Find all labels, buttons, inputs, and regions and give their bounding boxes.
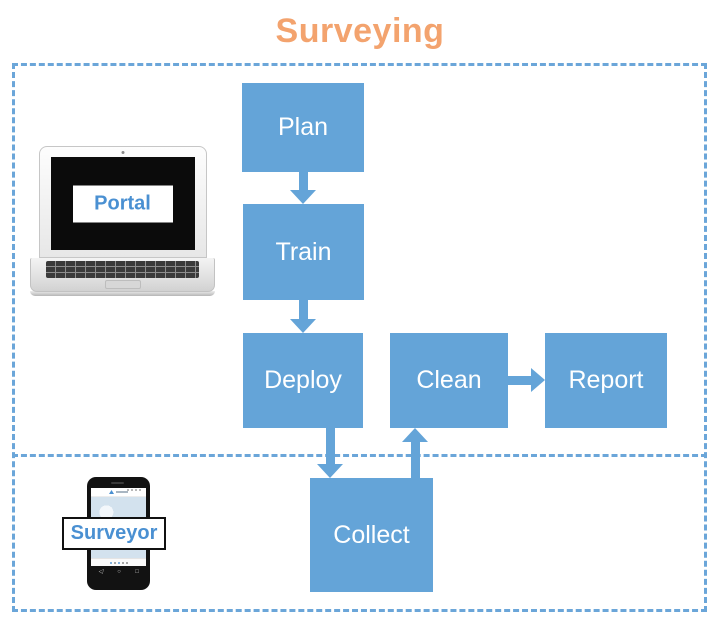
zone-divider xyxy=(12,454,707,457)
toolbar-dot-icon xyxy=(113,561,116,564)
arrow-shaft xyxy=(410,442,420,478)
node-train: Train xyxy=(243,204,364,300)
laptop-keyboard xyxy=(46,261,199,278)
laptop-screen: Portal xyxy=(38,146,207,258)
arrow-shaft xyxy=(298,300,308,319)
phone-toolbar xyxy=(91,558,146,566)
laptop-body xyxy=(30,258,215,292)
arrow-collect-clean xyxy=(402,428,428,478)
back-icon: ◁ xyxy=(98,568,103,575)
arrow-shaft xyxy=(508,375,531,385)
dashed-frame xyxy=(12,63,707,612)
app-logo-icon xyxy=(109,490,114,494)
node-clean: Clean xyxy=(390,333,508,428)
phone-speaker-icon xyxy=(111,482,124,484)
node-deploy: Deploy xyxy=(243,333,363,428)
laptop-illustration: Portal xyxy=(30,146,215,296)
phone-status-icons xyxy=(127,489,143,491)
toolbar-dot-icon xyxy=(121,561,124,564)
arrow-train-deploy xyxy=(290,300,316,333)
home-icon: ○ xyxy=(117,568,121,575)
arrowhead-down-icon xyxy=(290,319,316,333)
laptop-trackpad xyxy=(104,280,141,289)
node-report: Report xyxy=(545,333,667,428)
phone-nav-bar: ◁ ○ □ xyxy=(91,566,146,577)
arrowhead-down-icon xyxy=(317,464,343,478)
recents-icon: □ xyxy=(135,568,139,575)
arrow-shaft xyxy=(325,428,335,464)
arrow-plan-train xyxy=(290,172,316,204)
surveyor-label: Surveyor xyxy=(62,517,166,550)
arrowhead-right-icon xyxy=(531,368,545,392)
app-logo-text xyxy=(116,491,128,493)
laptop-base xyxy=(30,291,215,296)
toolbar-dot-icon xyxy=(125,561,128,564)
webcam-icon xyxy=(121,151,124,154)
arrowhead-down-icon xyxy=(290,190,316,204)
page-title: Surveying xyxy=(275,12,445,50)
node-plan: Plan xyxy=(242,83,364,172)
node-collect: Collect xyxy=(310,478,433,592)
arrowhead-up-icon xyxy=(402,428,428,442)
arrow-clean-report xyxy=(508,368,545,392)
toolbar-dot-icon xyxy=(109,561,112,564)
arrow-deploy-collect xyxy=(317,428,343,478)
phone-app-header xyxy=(91,488,146,497)
toolbar-dot-icon xyxy=(117,561,120,564)
arrow-shaft xyxy=(298,172,308,190)
portal-label: Portal xyxy=(72,185,173,222)
laptop-display: Portal xyxy=(50,157,195,250)
